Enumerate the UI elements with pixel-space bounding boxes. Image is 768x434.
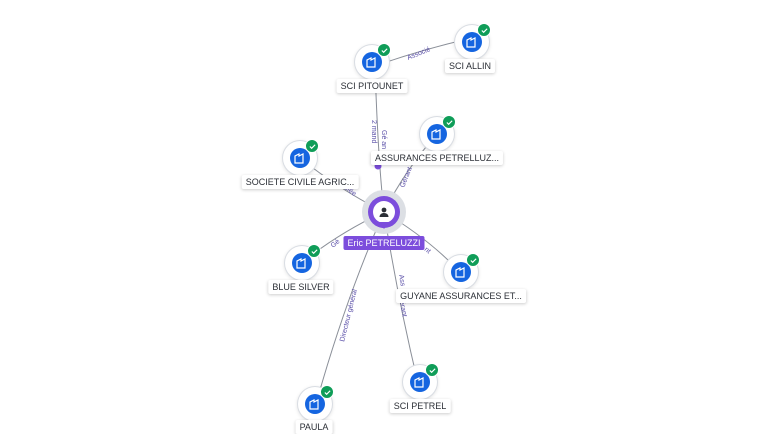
node-label-sci-pitounet: SCI PITOUNET	[336, 79, 408, 93]
node-label-sci-allin: SCI ALLIN	[444, 59, 496, 73]
company-icon	[292, 253, 312, 273]
company-icon	[290, 148, 310, 168]
node-sci-pitounet[interactable]	[355, 43, 391, 79]
node-guyane-assurances[interactable]	[444, 253, 480, 289]
node-label-societe-civile-agric: SOCIETE CIVILE AGRIC...	[241, 175, 359, 189]
verified-check-icon	[320, 385, 334, 399]
node-blue-silver[interactable]	[285, 244, 321, 280]
company-icon	[462, 32, 482, 52]
edge-label-sci-allin: Associé	[406, 46, 431, 62]
node-label-guyane-assurances: GUYANE ASSURANCES ET...	[396, 289, 526, 303]
edge-label-sci-petrel-1: Ass	[397, 274, 406, 287]
node-societe-civile-agric[interactable]	[283, 139, 319, 175]
node-label-assurances-petrelluzzi: ASSURANCES PETRELLUZ...	[370, 151, 504, 165]
company-icon	[410, 372, 430, 392]
edge-label-paula: Directeur général	[339, 288, 359, 342]
node-sci-petrel[interactable]	[403, 363, 439, 399]
node-label-paula: PAULA	[295, 420, 333, 434]
node-paula[interactable]	[298, 385, 334, 421]
company-icon	[451, 262, 471, 282]
verified-check-icon	[442, 115, 456, 129]
company-icon	[427, 124, 447, 144]
verified-check-icon	[425, 363, 439, 377]
verified-check-icon	[305, 139, 319, 153]
verified-check-icon	[377, 43, 391, 57]
edge-label-sci-petrel-2: Gérant	[397, 295, 408, 317]
company-icon	[305, 394, 325, 414]
center-person-label: Eric PETRELUZZI	[343, 236, 425, 250]
edge-paula	[315, 211, 385, 405]
edge-label-sci-pitounet-1: Gé an	[380, 130, 387, 149]
node-label-blue-silver: BLUE SILVER	[268, 280, 334, 294]
edge-label-assurances: Gérant	[399, 166, 414, 189]
edge-label-sci-pitounet-2: 2 mand	[370, 120, 377, 143]
edge-label-blue-silver: Gé	[330, 238, 342, 249]
edge-label-guyane: nt	[423, 246, 432, 255]
verified-check-icon	[307, 244, 321, 258]
center-person-node[interactable]	[362, 190, 406, 234]
node-assurances-petrelluzzi[interactable]	[420, 115, 456, 151]
person-icon	[379, 207, 389, 217]
node-label-sci-petrel: SCI PETREL	[389, 399, 451, 413]
company-icon	[362, 52, 382, 72]
verified-check-icon	[466, 253, 480, 267]
node-sci-allin[interactable]	[455, 23, 491, 59]
verified-check-icon	[477, 23, 491, 37]
